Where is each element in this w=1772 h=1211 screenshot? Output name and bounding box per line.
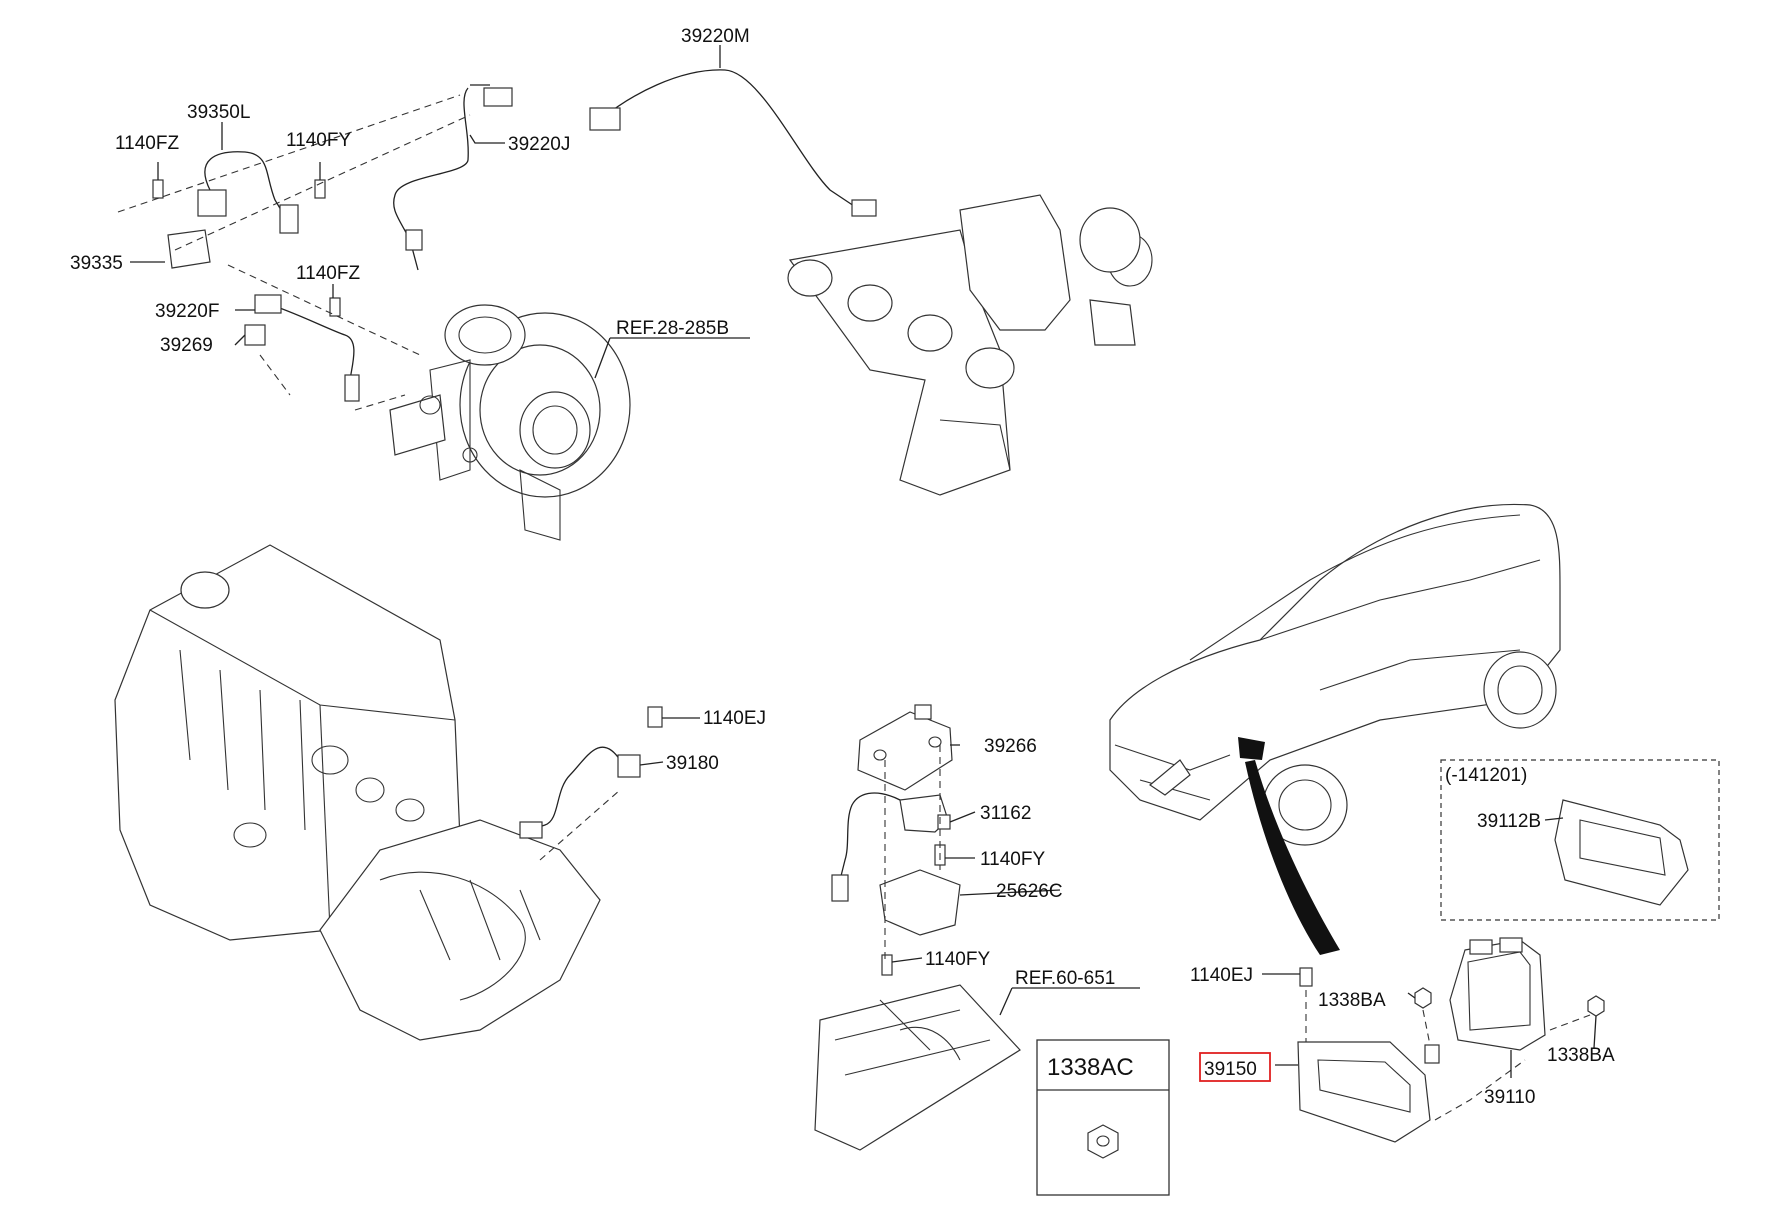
label-1140fy-mid: 1140FY: [980, 849, 1045, 870]
sensor-bracket-39266: [857, 704, 953, 791]
leader-lines: [130, 45, 1597, 1078]
bracket-25626c: [879, 869, 961, 936]
label-39335: 39335: [70, 253, 123, 274]
nut-1338ac-box: [1036, 1039, 1170, 1196]
label-1338ba-left: 1338BA: [1318, 990, 1386, 1011]
label-39112b: 39112B: [1477, 811, 1541, 832]
oxygen-sensor-39350l: [167, 151, 299, 269]
temperature-sensor-39220f: [254, 294, 360, 402]
variant-box-141201: [1440, 759, 1720, 921]
oxygen-sensor-39220j: [393, 84, 513, 271]
leader-ref28: [594, 337, 750, 379]
label-39266: 39266: [984, 736, 1037, 757]
oxygen-sensor-39220m: [589, 69, 877, 217]
label-1140fz-mid: 1140FZ: [296, 263, 360, 284]
knock-sensor-39180: [519, 706, 663, 861]
label-1140fy-top: 1140FY: [286, 130, 351, 151]
engine-block: [114, 544, 461, 941]
label-1140ej-left: 1140EJ: [703, 708, 766, 729]
floor-panel: [814, 984, 1140, 1151]
ecu-bracket-39150: [1297, 1041, 1440, 1143]
label-39220j: 39220J: [508, 134, 570, 155]
turbocharger: [389, 304, 631, 541]
label-1338ba-right: 1338BA: [1547, 1045, 1615, 1066]
label-ref-60-651: REF.60-651: [1015, 968, 1115, 989]
label-39150: 39150: [1204, 1059, 1257, 1080]
label-39269: 39269: [160, 335, 213, 356]
label-1140fy-bottom: 1140FY: [925, 949, 990, 970]
car-illustration: [1109, 503, 1561, 955]
fasteners-right: [1299, 967, 1605, 1121]
exhaust-manifold: [787, 194, 1153, 496]
guide-lines-top-left: [117, 94, 471, 411]
label-1140fz-top: 1140FZ: [115, 133, 179, 154]
label-39220f: 39220F: [155, 301, 219, 322]
highlight-box-39150: [1199, 1052, 1271, 1082]
label-39220m: 39220M: [681, 26, 750, 47]
label-31162: 31162: [980, 803, 1031, 824]
label-1140ej-right: 1140EJ: [1190, 965, 1253, 986]
label-39180: 39180: [666, 753, 719, 774]
label-39350l: 39350L: [187, 102, 250, 123]
label-25626c: 25626C: [996, 881, 1063, 902]
label-141201: (-141201): [1445, 765, 1527, 786]
label-1338ac: 1338AC: [1047, 1054, 1134, 1081]
ecu-39110: [1449, 937, 1546, 1051]
sensor-31162: [831, 792, 951, 902]
transmission-housing: [319, 819, 601, 1041]
label-39110: 39110: [1484, 1087, 1535, 1108]
label-ref-28-285b: REF.28-285B: [616, 318, 729, 339]
